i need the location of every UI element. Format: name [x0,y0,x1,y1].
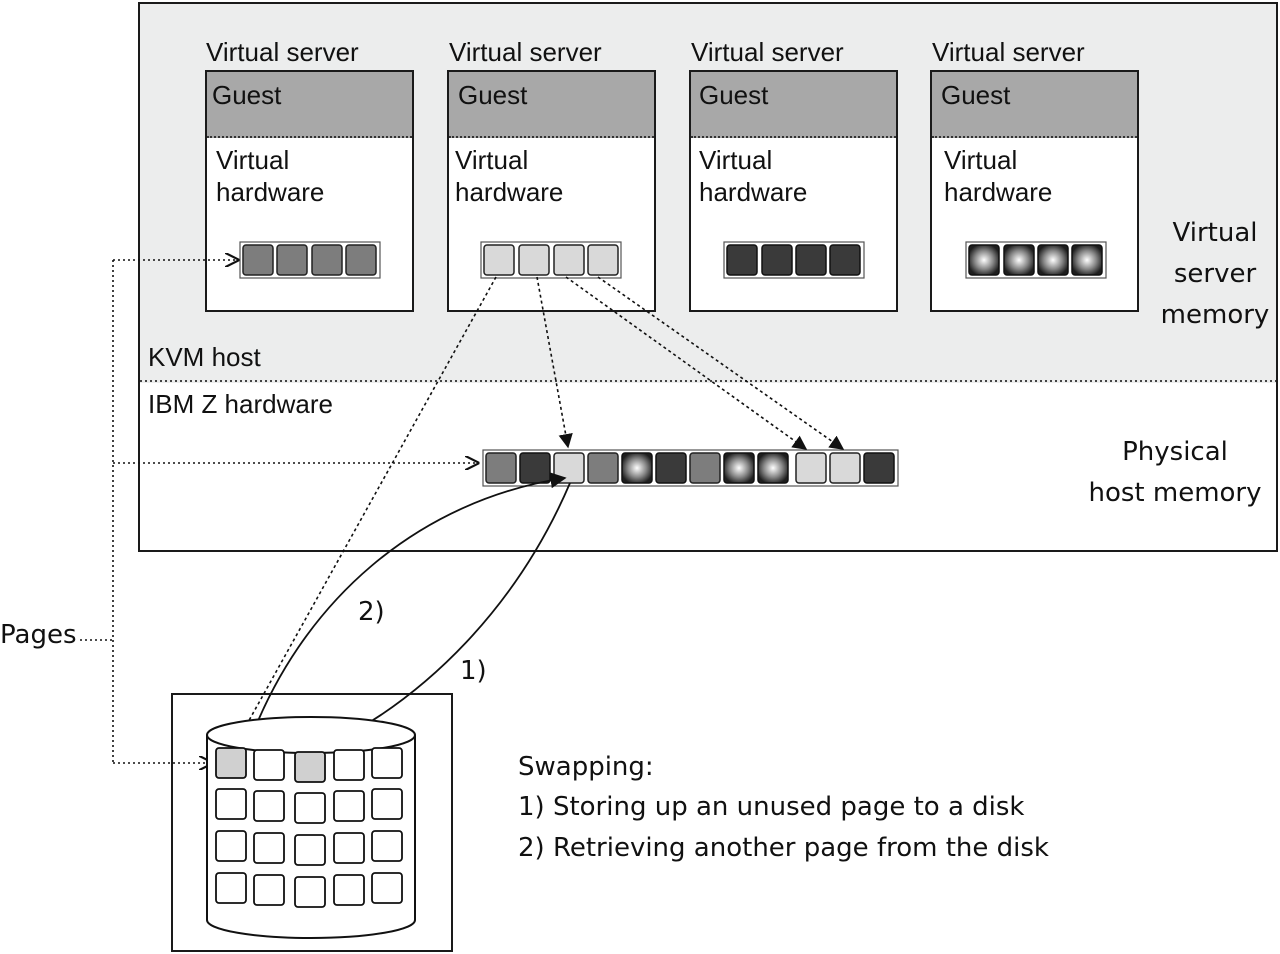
guest-4: Guest [932,72,1137,138]
phys-page-9 [757,452,789,484]
phys-page-4 [587,452,619,484]
vs1-page-4 [345,244,377,276]
guest-1: Guest [207,72,412,138]
swapping-item-2: 2) Retrieving another page from the disk [518,833,1049,863]
vs4-page-4 [1071,244,1103,276]
ibm-z-hardware-label: IBM Z hardware [148,389,333,419]
virtual-hardware-4-line1: Virtual [944,145,1018,175]
vs1-page-strip [239,241,381,279]
vs-memory-line1: Virtual [1172,218,1258,248]
vs1-page-2 [276,244,308,276]
virtual-server-memory-label: Virtual server memory [1150,213,1280,336]
swap-store-arrow [309,482,571,756]
pages-connector [80,260,478,763]
vs3-page-1 [726,244,758,276]
vs2-page-4 [587,244,619,276]
vs-memory-line2: server [1173,259,1257,289]
virtual-server-3-title: Virtual server [691,37,844,67]
disk-icon [206,716,416,939]
virtual-hardware-1-line2: hardware [216,177,325,207]
virtual-hardware-3: Virtual hardware [699,144,807,208]
phys-page-6 [655,452,687,484]
virtual-hardware-2-line1: Virtual [455,145,529,175]
vs2-page-3 [553,244,585,276]
virtual-hardware-3-line1: Virtual [699,145,773,175]
vs3-page-3 [795,244,827,276]
virtual-hardware-4: Virtual hardware [944,144,1052,208]
virtual-server-4-title: Virtual server [932,37,1085,67]
phys-page-11 [829,452,861,484]
virtual-server-2-title: Virtual server [449,37,602,67]
guest-2: Guest [449,72,654,138]
vs4-page-2 [1003,244,1035,276]
phys-page-7 [689,452,721,484]
vs1-page-3 [311,244,343,276]
arrow-label-2: 2) [358,597,385,627]
page-mapping-arrows [236,276,845,744]
phys-page-10 [795,452,827,484]
swap-retrieve-arrow [246,472,567,750]
vs1-page-1 [242,244,274,276]
virtual-hardware-2-line2: hardware [455,177,564,207]
phys-page-1 [485,452,517,484]
pages-label: Pages [0,620,77,650]
vs3-page-2 [761,244,793,276]
virtual-hardware-1: Virtual hardware [216,144,324,208]
phys-page-12 [863,452,895,484]
phys-memory-line2: host memory [1088,478,1262,508]
vs2-page-strip [480,241,622,279]
virtual-server-1-title: Virtual server [206,37,359,67]
phys-page-5 [621,452,653,484]
phys-page-2 [519,452,551,484]
vs4-page-1 [968,244,1000,276]
physical-host-memory-label: Physical host memory [1075,432,1275,514]
virtual-hardware-2: Virtual hardware [455,144,563,208]
vs4-page-3 [1037,244,1069,276]
vs2-page-2 [518,244,550,276]
physical-memory-strip [482,449,899,487]
virtual-hardware-3-line2: hardware [699,177,808,207]
guest-3: Guest [691,72,896,138]
kvm-host-label: KVM host [148,342,261,372]
vs3-page-strip [723,241,865,279]
arrow-label-1: 1) [460,656,487,686]
vs3-page-4 [829,244,861,276]
vs-memory-line3: memory [1160,300,1270,330]
phys-memory-line1: Physical [1122,437,1228,467]
swapping-item-1: 1) Storing up an unused page to a disk [518,792,1025,822]
virtual-hardware-4-line2: hardware [944,177,1053,207]
phys-page-8 [723,452,755,484]
vs2-page-1 [483,244,515,276]
vs4-page-strip [965,241,1107,279]
swapping-title: Swapping: [518,752,654,782]
virtual-hardware-1-line1: Virtual [216,145,290,175]
